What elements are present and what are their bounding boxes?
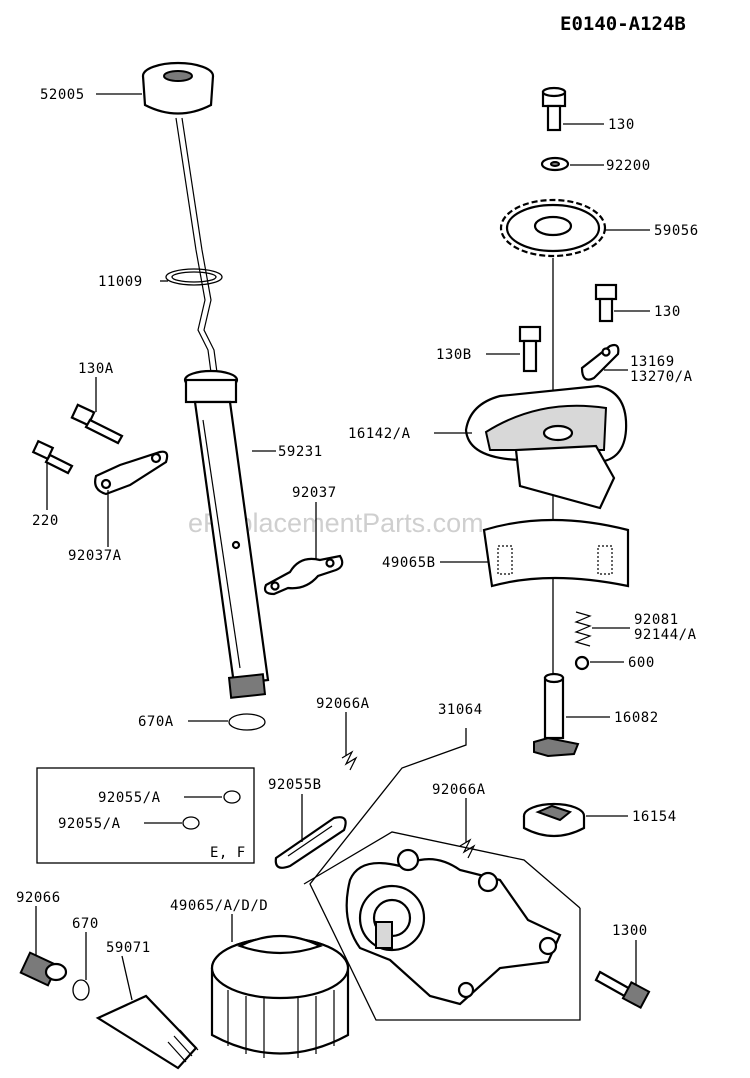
- washer-92200-part: [540, 156, 570, 172]
- o-ring-670-part: [72, 979, 90, 1001]
- ball-600-part: [574, 655, 590, 671]
- oil-filter-49065-part: [210, 934, 350, 1058]
- o-ring-11009-part: [165, 268, 223, 286]
- shaft-16082-part: [533, 672, 580, 758]
- nipple-59071-part: [95, 994, 199, 1070]
- label-92144A: 92144/A: [634, 627, 697, 643]
- label-670A: 670A: [138, 714, 174, 730]
- label-16082: 16082: [614, 710, 659, 726]
- label-92066A-left: 92066A: [316, 696, 370, 712]
- label-92037A: 92037A: [68, 548, 122, 564]
- label-59071: 59071: [106, 940, 151, 956]
- filter-base-31064-part: [345, 848, 562, 1006]
- plate-13169-part: [580, 343, 620, 381]
- gear-59056-part: [499, 198, 607, 258]
- spring-92081-part: [574, 611, 592, 647]
- label-92200: 92200: [606, 158, 651, 174]
- label-130-top: 130: [608, 117, 635, 133]
- label-92066A-right: 92066A: [432, 782, 486, 798]
- label-13270A: 13270/A: [630, 369, 693, 385]
- label-220: 220: [32, 513, 59, 529]
- label-16142A: 16142/A: [348, 426, 411, 442]
- bolt-220-part: [31, 439, 74, 475]
- label-130A: 130A: [78, 361, 114, 377]
- label-130-mid: 130: [654, 304, 681, 320]
- o-ring-670A-part: [228, 713, 266, 731]
- drain-plug-92066-part: [19, 951, 68, 987]
- label-11009: 11009: [98, 274, 143, 290]
- label-13169: 13169: [630, 354, 675, 370]
- plug-92066A-right-part: [459, 838, 476, 859]
- label-49065ADD: 49065/A/D/D: [170, 898, 268, 914]
- diagram-code: E0140-A124B: [560, 13, 686, 35]
- label-92055A-1: 92055/A: [98, 790, 161, 806]
- bolt-130A-part: [70, 403, 124, 445]
- bolt-1300-part: [594, 970, 651, 1009]
- label-52005: 52005: [40, 87, 85, 103]
- label-1300: 1300: [612, 923, 648, 939]
- fill-tube-59231-part: [183, 369, 270, 699]
- label-16154: 16154: [632, 809, 677, 825]
- rotor-16154-part: [522, 802, 586, 838]
- leader-lines: [35, 93, 650, 1001]
- label-92055A-2: 92055/A: [58, 816, 121, 832]
- dipstick-rod-part: [175, 117, 219, 381]
- label-EF: E, F: [210, 845, 246, 861]
- label-670: 670: [72, 916, 99, 932]
- plate-49065B-part: [482, 518, 630, 588]
- kit-box-ef: [36, 767, 255, 864]
- label-92055B: 92055B: [268, 777, 322, 793]
- label-130B: 130B: [436, 347, 472, 363]
- gasket-92055B-part: [274, 816, 347, 869]
- label-59231: 59231: [278, 444, 323, 460]
- bracket-92037A-part: [94, 450, 169, 496]
- label-92037: 92037: [292, 485, 337, 501]
- clamp-92037-part: [263, 554, 344, 596]
- plug-92066A-left-part: [341, 750, 358, 771]
- label-92081: 92081: [634, 612, 679, 628]
- label-31064: 31064: [438, 702, 483, 718]
- label-59056: 59056: [654, 223, 699, 239]
- label-49065B: 49065B: [382, 555, 436, 571]
- bolt-130-top-part: [541, 86, 567, 132]
- dipstick-cap-part: [141, 61, 215, 115]
- pump-body-16142A-part: [464, 384, 628, 510]
- bolt-130-mid-part: [594, 283, 618, 323]
- bolt-130B-part: [518, 325, 542, 373]
- label-92066: 92066: [16, 890, 61, 906]
- label-600: 600: [628, 655, 655, 671]
